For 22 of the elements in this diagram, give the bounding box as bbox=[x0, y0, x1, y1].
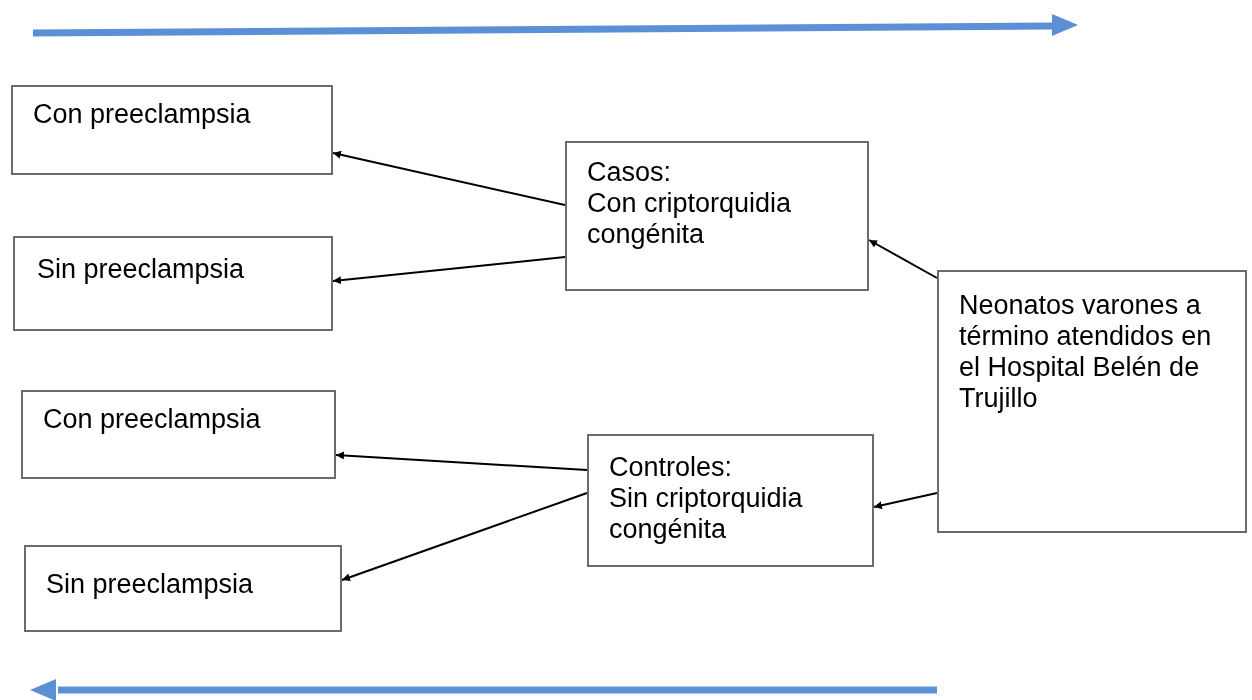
arrow bbox=[341, 492, 588, 582]
box-heading: Controles: bbox=[609, 452, 734, 484]
text-box bbox=[24, 545, 342, 632]
arrow bbox=[332, 256, 566, 285]
box-text: Con preeclampsia bbox=[43, 404, 262, 436]
box-text: Neonatos varones a término atendidos en el Hospital Belén de Trujillo bbox=[959, 290, 1213, 415]
box-text: Con preeclampsia bbox=[33, 99, 252, 131]
box-heading: Casos: bbox=[587, 157, 673, 189]
text-box bbox=[21, 390, 336, 479]
arrow bbox=[873, 492, 938, 510]
box-text: Sin preeclampsia bbox=[46, 569, 255, 601]
text-box bbox=[587, 434, 874, 567]
text-box bbox=[565, 141, 869, 291]
arrow bbox=[868, 239, 938, 279]
box-text: Sin criptorquidia congénita bbox=[609, 483, 804, 546]
arrow bbox=[335, 451, 588, 471]
text-box bbox=[13, 236, 333, 331]
text-box bbox=[11, 85, 333, 175]
text-box bbox=[937, 270, 1247, 533]
box-text: Con criptorquidia congénita bbox=[587, 188, 793, 251]
box-text: Sin preeclampsia bbox=[37, 254, 246, 286]
arrow bbox=[332, 150, 566, 206]
